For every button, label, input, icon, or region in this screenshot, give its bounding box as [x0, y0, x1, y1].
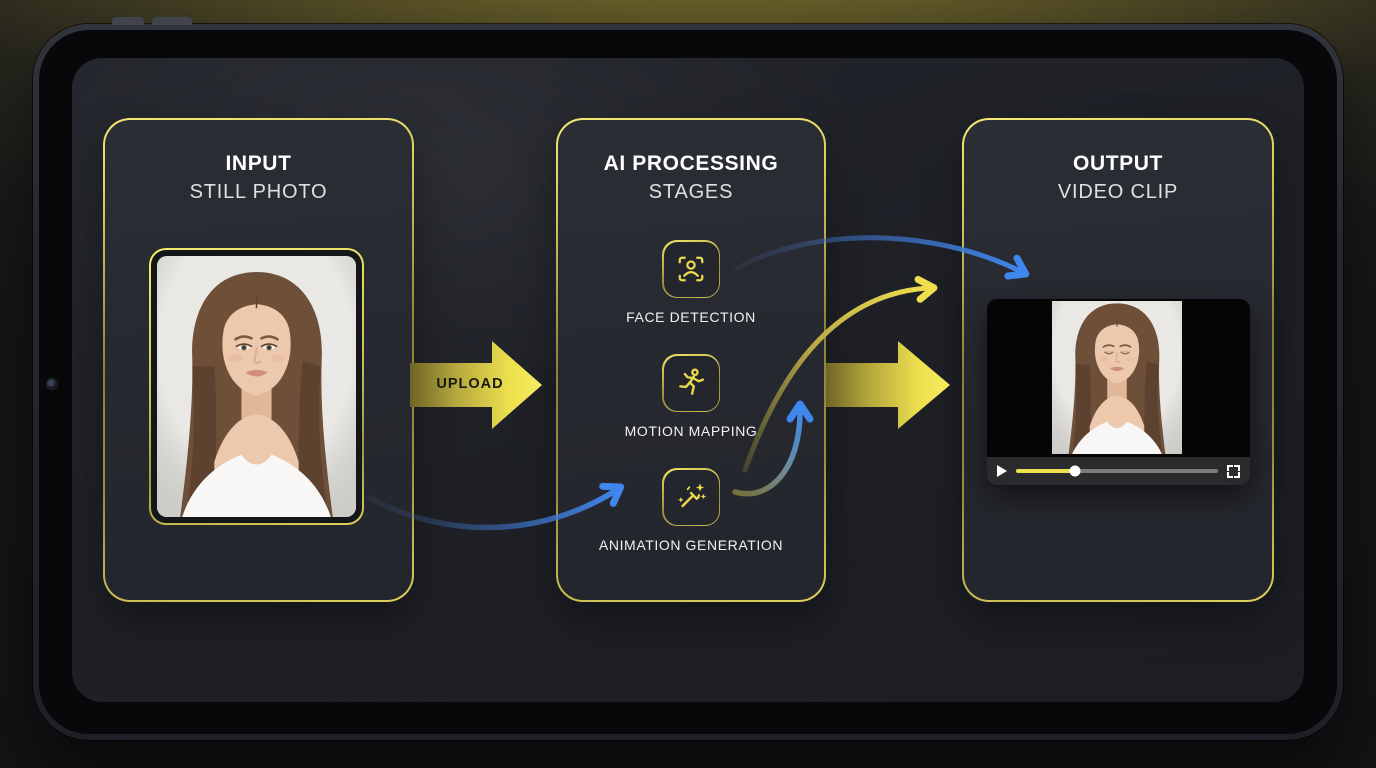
power-button — [112, 17, 144, 25]
motion-mapping-icon — [679, 368, 704, 395]
input-panel: INPUT STILL PHOTO — [103, 118, 414, 602]
fullscreen-icon[interactable] — [1227, 464, 1240, 478]
processing-panel-title: AI PROCESSING — [603, 152, 779, 175]
stage-face-detection: FACE DETECTION — [558, 240, 824, 325]
stage-animation-generation: ANIMATION GENERATION — [558, 468, 824, 553]
eyes-open — [235, 343, 278, 351]
video-controls-bar — [987, 457, 1250, 485]
upload-arrow-label: UPLOAD — [436, 376, 504, 392]
animation-generation-icon — [678, 483, 707, 508]
progress-handle[interactable] — [1069, 465, 1081, 477]
still-photo-portrait — [157, 256, 356, 517]
stage-icon-tile — [663, 241, 719, 297]
stage-icon-tile — [663, 355, 719, 411]
output-panel-title: OUTPUT — [1073, 152, 1163, 175]
processing-panel: AI PROCESSING STAGES F — [556, 118, 826, 602]
stage-label: MOTION MAPPING — [624, 423, 758, 439]
stage-icon-tile — [663, 469, 719, 525]
eyes-closed — [1104, 350, 1130, 355]
output-panel: OUTPUT VIDEO CLIP — [962, 118, 1274, 602]
video-player[interactable] — [987, 299, 1250, 485]
stage-motion-mapping: MOTION MAPPING — [558, 354, 824, 439]
progress-bar[interactable] — [1016, 465, 1218, 477]
volume-button — [152, 17, 192, 25]
input-panel-title: INPUT — [225, 152, 292, 175]
output-panel-subtitle: VIDEO CLIP — [1057, 181, 1179, 203]
input-photo-frame — [149, 248, 364, 525]
input-panel-subtitle: STILL PHOTO — [189, 181, 328, 203]
play-icon[interactable] — [997, 465, 1007, 477]
front-camera-dot — [47, 379, 57, 389]
progress-fill — [1016, 469, 1075, 473]
video-frame-portrait — [1052, 301, 1182, 454]
face-detection-icon — [678, 256, 704, 282]
stage-label: FACE DETECTION — [626, 309, 756, 325]
processing-panel-subtitle: STAGES — [648, 181, 734, 203]
stage-label: ANIMATION GENERATION — [598, 537, 784, 553]
